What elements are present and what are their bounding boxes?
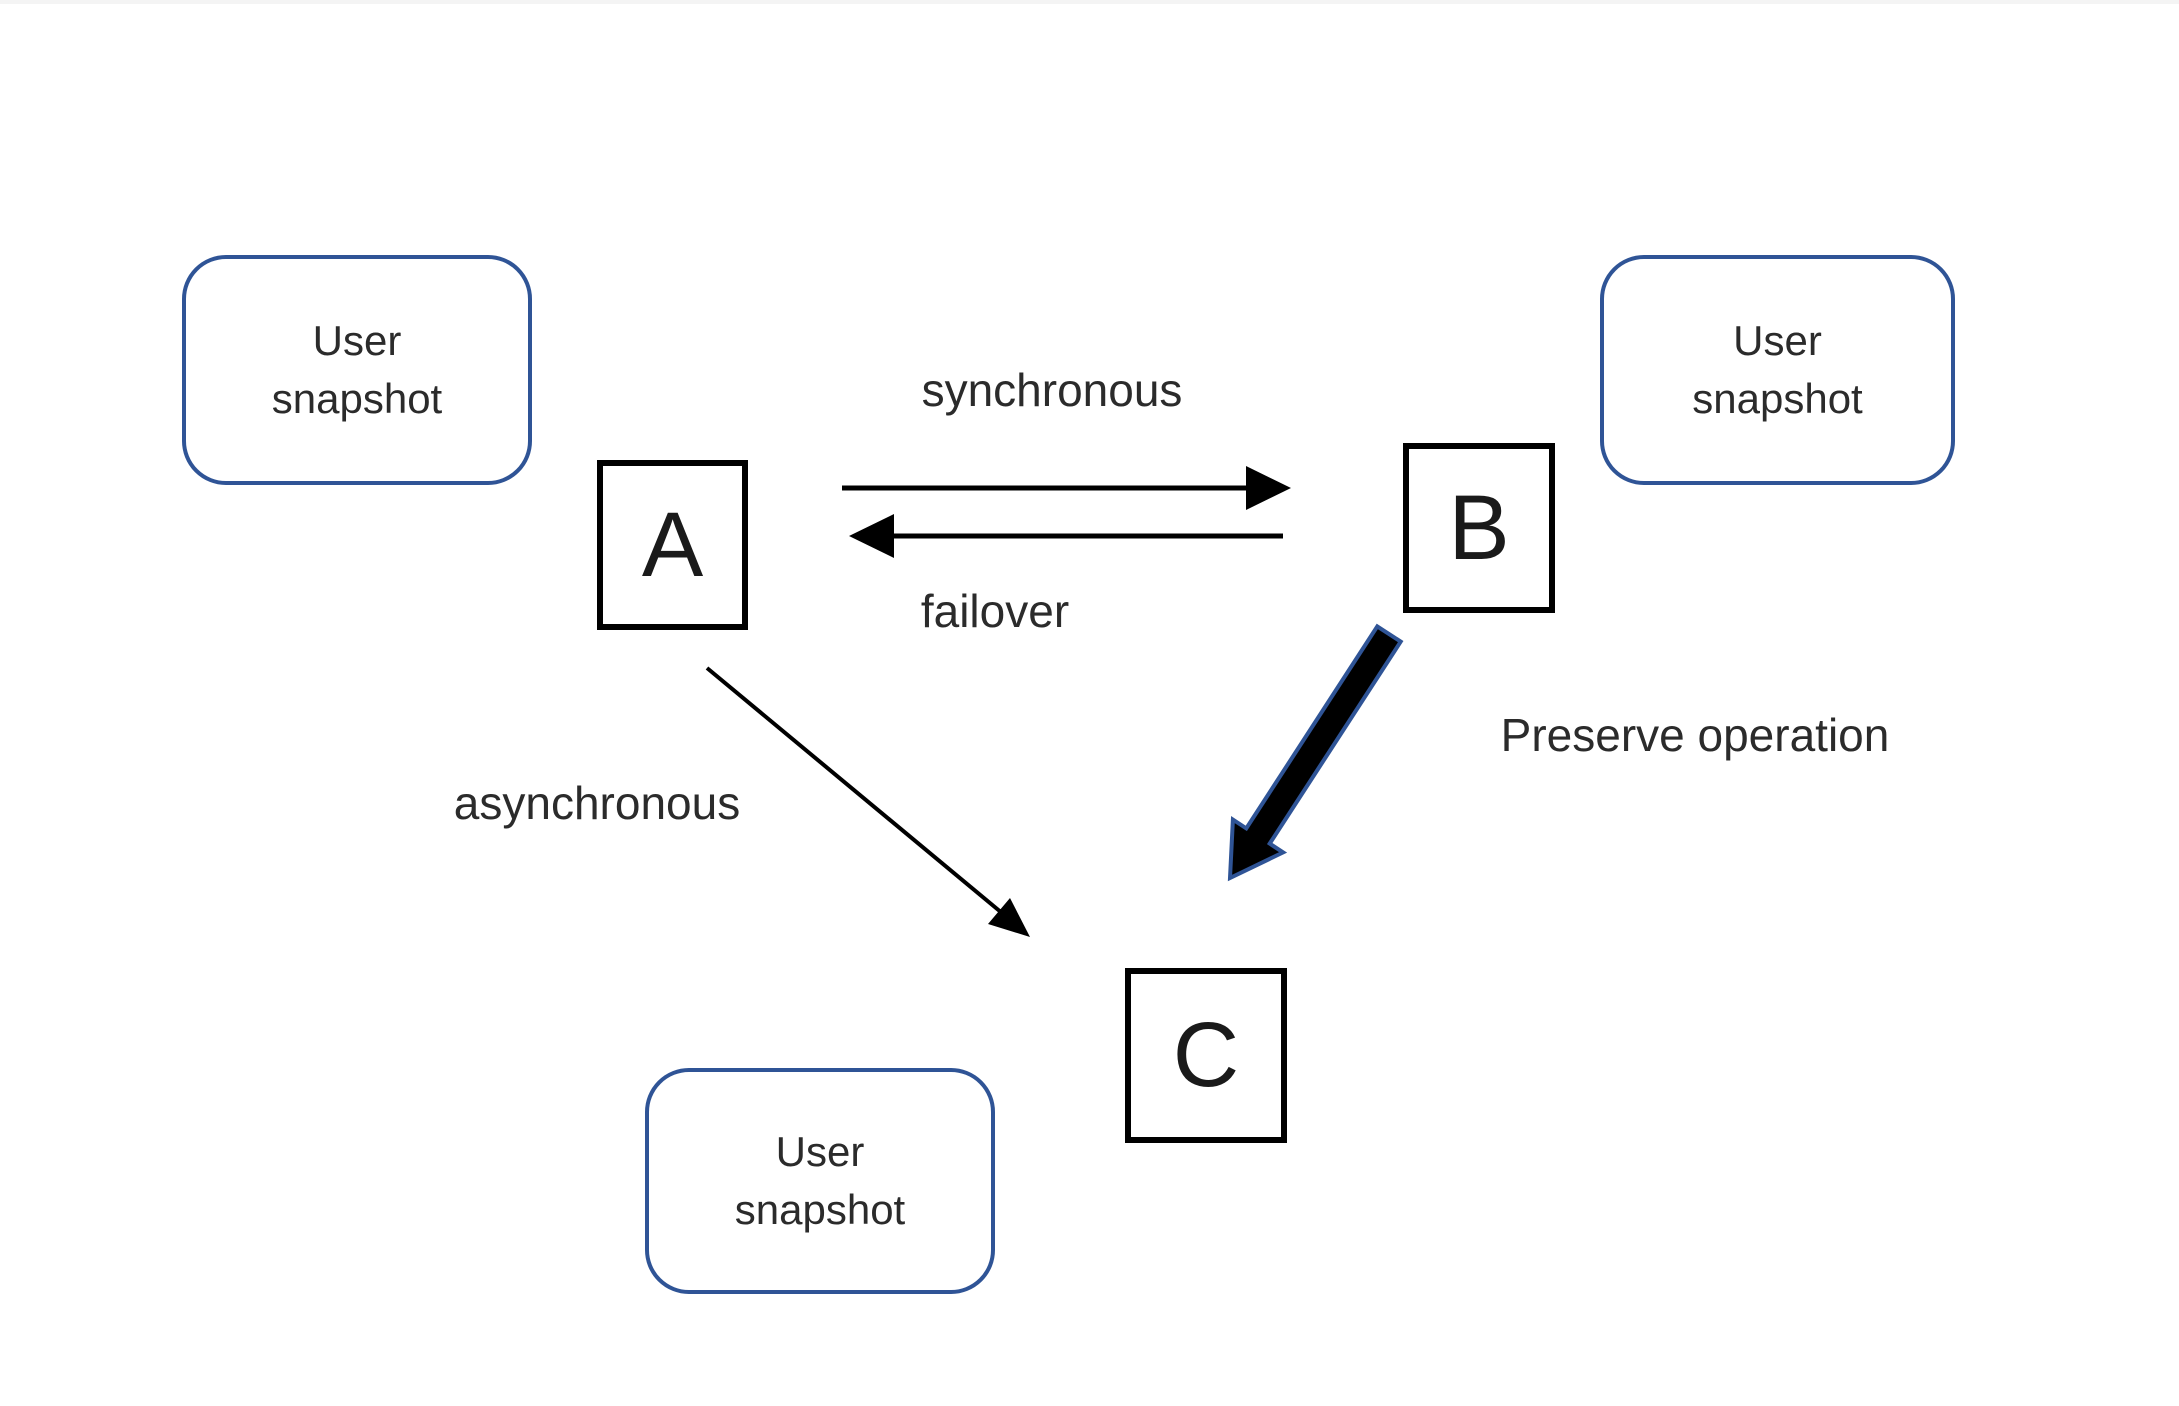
preserve-operation-arrow — [1227, 623, 1404, 882]
user-snapshot-label-line2: snapshot — [271, 375, 443, 422]
user-snapshot-box-bottom: User snapshot — [645, 1068, 995, 1294]
user-snapshot-label-line2: snapshot — [734, 1186, 906, 1233]
user-snapshot-label-line2: snapshot — [1692, 375, 1863, 422]
user-snapshot-box-top-left: User snapshot — [182, 255, 532, 485]
node-a-label: A — [641, 493, 704, 596]
top-edge-strip — [0, 0, 2179, 4]
user-snapshot-label-line1: User — [1733, 317, 1822, 364]
user-snapshot-label-line1: User — [775, 1128, 865, 1175]
user-snapshot-label-line1: User — [312, 317, 402, 364]
node-c-box: C — [1125, 968, 1287, 1143]
asynchronous-arrow — [705, 666, 1030, 937]
failover-arrow — [849, 514, 1283, 558]
node-b-label: B — [1448, 476, 1510, 579]
node-b-box: B — [1403, 443, 1555, 613]
asynchronous-label: asynchronous — [453, 777, 741, 829]
user-snapshot-box-top-right: User snapshot — [1600, 255, 1955, 485]
node-c-label: C — [1172, 1004, 1240, 1106]
node-a-box: A — [597, 460, 748, 630]
synchronous-label: synchronous — [921, 364, 1183, 416]
preserve-operation-label: Preserve operation — [1500, 709, 1890, 761]
failover-label: failover — [920, 585, 1070, 637]
synchronous-arrow — [842, 466, 1291, 510]
